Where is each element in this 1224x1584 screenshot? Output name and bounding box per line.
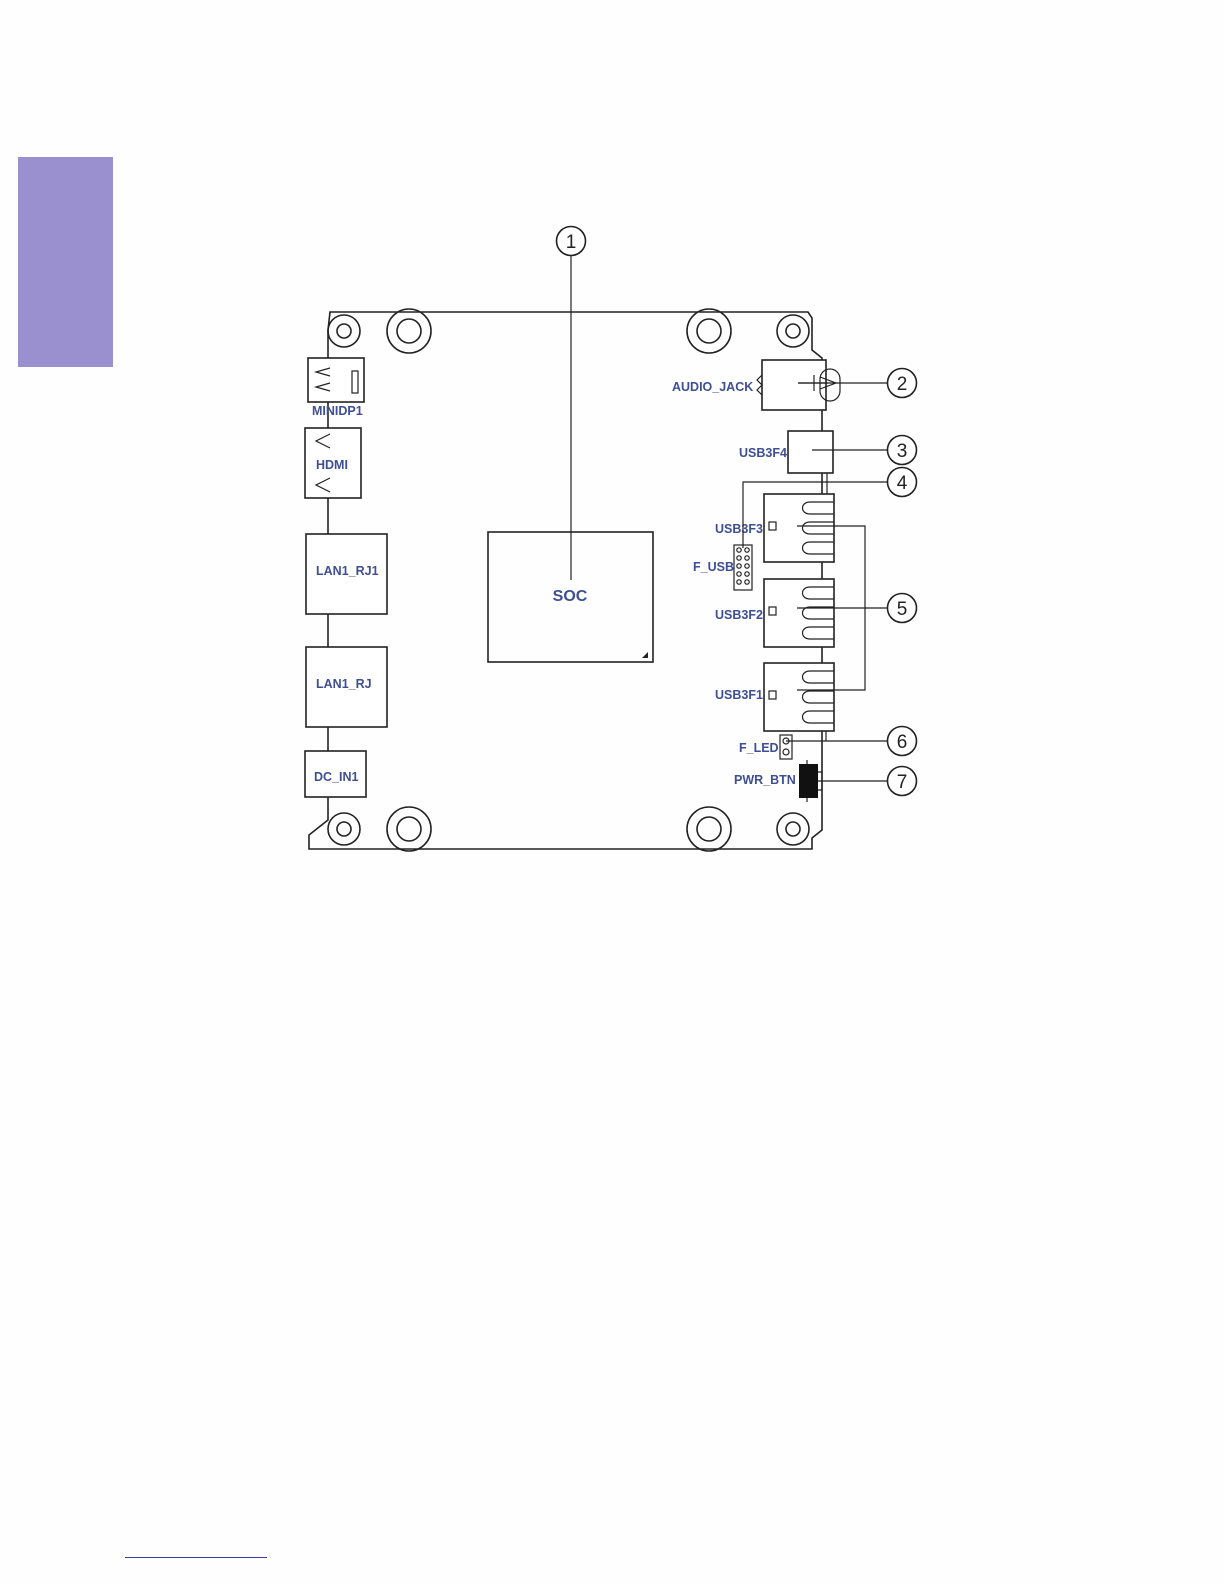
callout-7: 7	[888, 767, 917, 796]
minidp-connector: MINIDP1	[308, 358, 364, 418]
mounting-hole	[777, 315, 809, 347]
mounting-hole	[328, 315, 360, 347]
lan1-rj1-connector: LAN1_RJ1	[306, 534, 387, 614]
callout-6: 6	[888, 727, 917, 756]
usb3f4-label: USB3F4	[739, 446, 787, 460]
lan1-rj-label: LAN1_RJ	[316, 677, 372, 691]
callout-3: 3	[888, 436, 917, 465]
mounting-hole	[777, 813, 809, 845]
callout-1: 1	[557, 227, 586, 256]
minidp-label: MINIDP1	[312, 404, 363, 418]
callout-5: 5	[888, 594, 917, 623]
usb3f1-connector: USB3F1	[715, 663, 834, 731]
usb3f3-label: USB3F3	[715, 522, 763, 536]
mounting-hole	[387, 807, 431, 851]
dc-in-connector: DC_IN1	[305, 751, 366, 797]
hdmi-label: HDMI	[316, 458, 348, 472]
lan1-rj-connector: LAN1_RJ	[306, 647, 387, 727]
usb3f2-connector: USB3F2	[715, 579, 834, 647]
usb3f1-label: USB3F1	[715, 688, 763, 702]
mounting-hole	[687, 309, 731, 353]
callout-1-number: 1	[566, 232, 577, 253]
dc-in-label: DC_IN1	[314, 770, 359, 784]
usb3f3-connector: USB3F3	[715, 494, 834, 562]
mounting-hole	[687, 807, 731, 851]
callout-3-number: 3	[897, 441, 908, 462]
usb3f4-connector: USB3F4	[739, 431, 833, 473]
audio-jack-label: AUDIO_JACK	[672, 380, 753, 394]
pwr-btn-label: PWR_BTN	[734, 773, 796, 787]
mounting-hole	[387, 309, 431, 353]
pwr-btn-switch: PWR_BTN	[734, 760, 822, 802]
footer-rule	[125, 1557, 267, 1558]
f-led-label: F_LED	[739, 741, 779, 755]
callout-4-number: 4	[897, 473, 908, 494]
hdmi-connector: HDMI	[305, 428, 361, 498]
callout-5-number: 5	[897, 599, 908, 620]
mounting-hole	[328, 813, 360, 845]
leader-lines	[571, 256, 888, 781]
callout-2-number: 2	[897, 374, 908, 395]
usb3f2-label: USB3F2	[715, 608, 763, 622]
callout-2: 2	[888, 369, 917, 398]
audio-jack-connector: AUDIO_JACK	[672, 360, 840, 410]
lan1-rj1-label: LAN1_RJ1	[316, 564, 379, 578]
f-usb-header: F_USB	[693, 545, 752, 590]
f-usb-label: F_USB	[693, 560, 734, 574]
callout-7-number: 7	[897, 772, 908, 793]
soc-label: SOC	[553, 588, 588, 605]
callout-4: 4	[888, 468, 917, 497]
f-led-header: F_LED	[739, 735, 792, 759]
callout-6-number: 6	[897, 732, 908, 753]
